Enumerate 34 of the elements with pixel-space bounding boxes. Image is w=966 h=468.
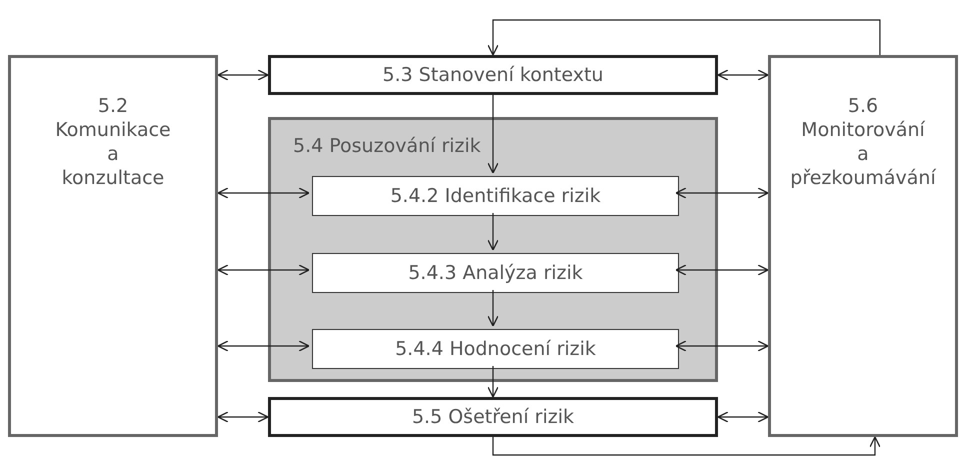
arrow (487, 366, 499, 398)
box-number: 5.6 (848, 94, 878, 118)
box-label: Komunikace a konzultace (55, 118, 171, 190)
process-box (312, 176, 679, 216)
arrow (487, 290, 499, 327)
arrow (675, 264, 769, 276)
process-box (768, 55, 958, 437)
arrow (217, 187, 310, 199)
arrow (487, 19, 880, 56)
group-box (268, 117, 718, 382)
process-box (312, 329, 679, 369)
arrow (217, 69, 269, 81)
arrow (487, 95, 499, 174)
box-label: 5.4.3 Analýza rizik (408, 261, 583, 285)
arrow (675, 187, 769, 199)
box-label: 5.4.2 Identifikace rizik (390, 184, 601, 208)
box-number: 5.2 (98, 94, 128, 118)
box-label: Monitorování a přezkoumávání (790, 118, 936, 190)
box-label: 5.3 Stanovení kontextu (382, 63, 604, 87)
box-label: 5.5 Ošetření rizik (412, 405, 574, 429)
arrow (217, 411, 269, 423)
arrow (217, 340, 310, 352)
group-heading: 5.4 Posuzování rizik (293, 134, 481, 158)
arrow (717, 69, 769, 81)
process-box (268, 55, 718, 95)
arrow (717, 411, 769, 423)
process-box (8, 55, 218, 437)
arrow (492, 436, 881, 456)
process-box (268, 397, 718, 437)
box-label: 5.4.4 Hodnocení rizik (395, 337, 596, 361)
process-box (312, 253, 679, 293)
arrow (217, 264, 310, 276)
arrow (487, 213, 499, 251)
arrow (675, 340, 769, 352)
